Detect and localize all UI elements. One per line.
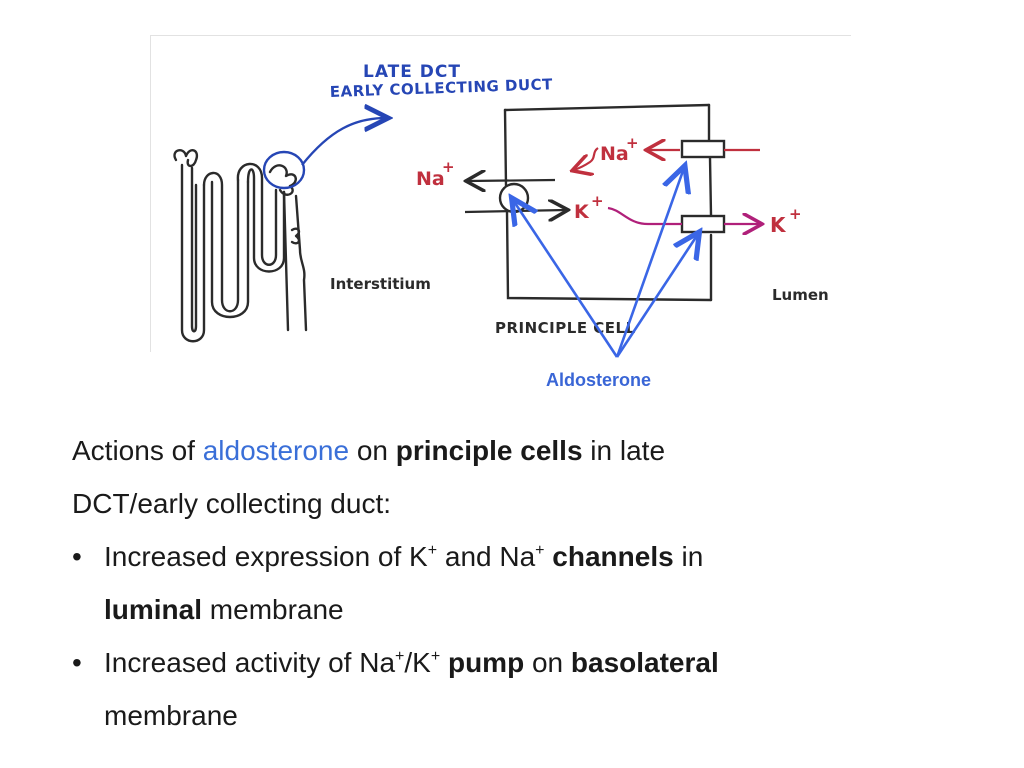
principle-cells-term: principle cells	[395, 435, 583, 466]
k-channel	[680, 214, 726, 234]
k-label-cell: K	[574, 201, 590, 223]
k-influx-arrow	[464, 210, 566, 212]
highlight-circle	[262, 150, 306, 190]
intro-paragraph: Actions of aldosterone on principle cell…	[72, 435, 666, 519]
basolateral-pump	[498, 182, 530, 214]
interstitium-label: Interstitium	[330, 275, 431, 293]
k-label-lumen-plus: +	[789, 205, 802, 223]
pointer-arrow	[301, 118, 386, 166]
list-item: • Increased activity of Na+/K+ pump on b…	[72, 636, 972, 742]
explanation-text: Actions of aldosterone on principle cell…	[72, 424, 972, 742]
principle-cell-label: PRINCIPLE CELL	[495, 319, 636, 337]
action-list: • Increased expression of K+ and Na+ cha…	[72, 530, 972, 742]
na-squiggle-arrow	[574, 147, 599, 170]
na-label-lumen-plus: +	[626, 134, 639, 152]
bullet-icon: •	[72, 647, 82, 678]
lumen-label: Lumen	[772, 286, 829, 304]
aldosterone-arrows	[513, 168, 698, 358]
na-channel	[680, 139, 726, 159]
nephron-diagram: LATE DCT EARLY COLLECTING DUCT Na + Na +…	[173, 62, 829, 390]
aldosterone-term: aldosterone	[202, 435, 350, 466]
nephron-sketch	[173, 149, 308, 343]
principle-cell-outline	[503, 103, 713, 302]
bullet-icon: •	[72, 541, 82, 572]
diagram-title-line1: LATE DCT	[363, 62, 461, 82]
k-squiggle-arrow	[607, 206, 682, 226]
na-efflux-arrow	[468, 180, 556, 181]
k-label-cell-plus: +	[591, 192, 604, 210]
aldosterone-label: Aldosterone	[546, 370, 651, 390]
na-label-lumen: Na	[600, 143, 629, 165]
list-item: • Increased expression of K+ and Na+ cha…	[72, 530, 972, 636]
na-label-interstitium-plus: +	[442, 158, 455, 176]
k-label-lumen: K	[770, 213, 787, 237]
na-label-interstitium: Na	[416, 168, 445, 190]
